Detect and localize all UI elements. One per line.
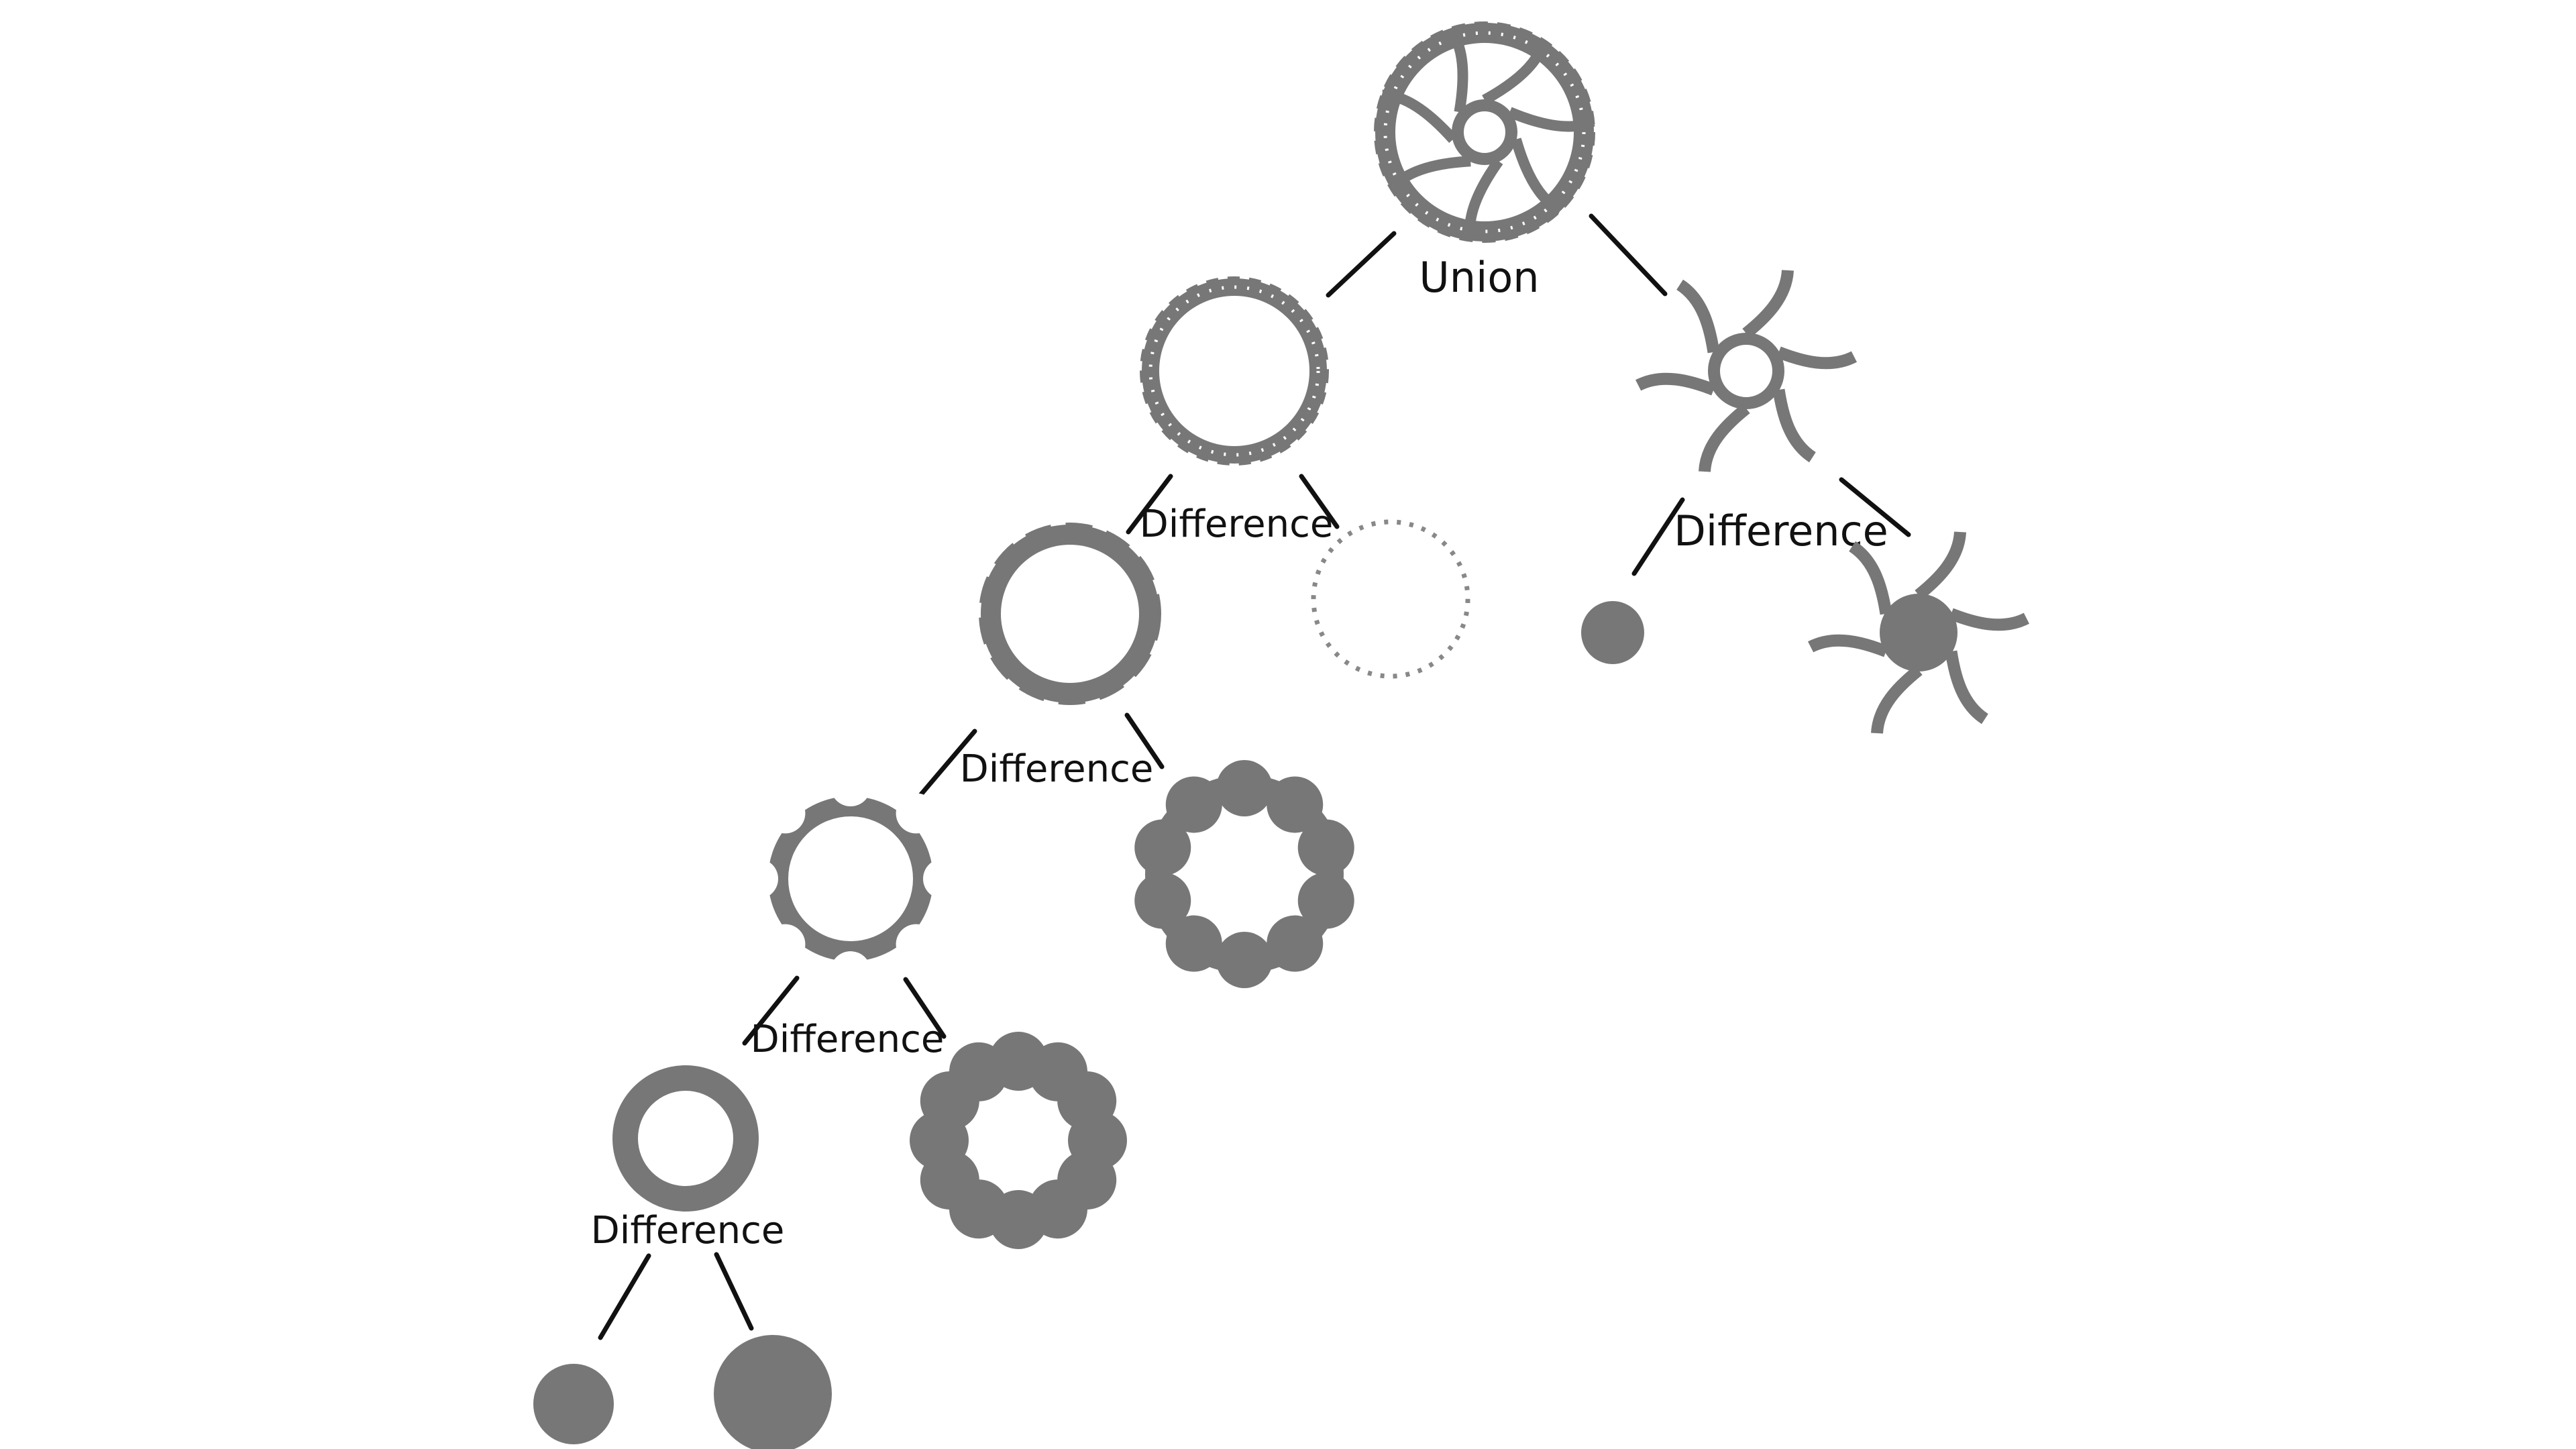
- edge-diff3-left: [742, 975, 800, 1046]
- tree-edges: [598, 213, 1911, 1340]
- edge-diff5-right: [1839, 477, 1911, 537]
- flower-ring-small-shape: [910, 1032, 1127, 1249]
- fan-shape: [1635, 270, 1858, 472]
- edge-diff3-right: [903, 977, 947, 1039]
- dotted-circle-shape: [1311, 519, 1470, 679]
- edge-union-right: [1589, 213, 1668, 297]
- thick-ring-shape: [612, 1065, 759, 1212]
- union-result-shape: [1374, 21, 1595, 243]
- edge-diff5-left: [1631, 497, 1685, 576]
- operation-labels: Union Difference Difference Difference D…: [591, 253, 1888, 1252]
- fan-hub-disc-shape: [1581, 601, 1644, 664]
- union-label: Union: [1419, 253, 1539, 302]
- edge-diff1-right: [1299, 474, 1340, 529]
- edge-diff4-left: [598, 1253, 651, 1340]
- difference-label-2: Difference: [960, 747, 1154, 791]
- flower-ring-large-shape: [1134, 760, 1354, 988]
- difference-label-4: Difference: [591, 1209, 785, 1252]
- edge-diff1-left: [1126, 474, 1173, 535]
- edge-union-left: [1326, 231, 1397, 298]
- disc-fan-shape: [1807, 531, 2030, 734]
- scalloped-ring-shape: [738, 766, 963, 991]
- edge-diff2-right: [1124, 712, 1165, 769]
- edge-diff2-left: [915, 729, 977, 801]
- difference-label-3: Difference: [751, 1018, 945, 1061]
- difference-label-1: Difference: [1140, 502, 1334, 546]
- perforated-ring-shape: [1140, 276, 1329, 466]
- large-disc-shape: [714, 1335, 832, 1449]
- edge-diff4-right: [714, 1252, 754, 1331]
- bumpy-ring-shape: [979, 523, 1161, 705]
- small-disc-shape: [533, 1364, 614, 1444]
